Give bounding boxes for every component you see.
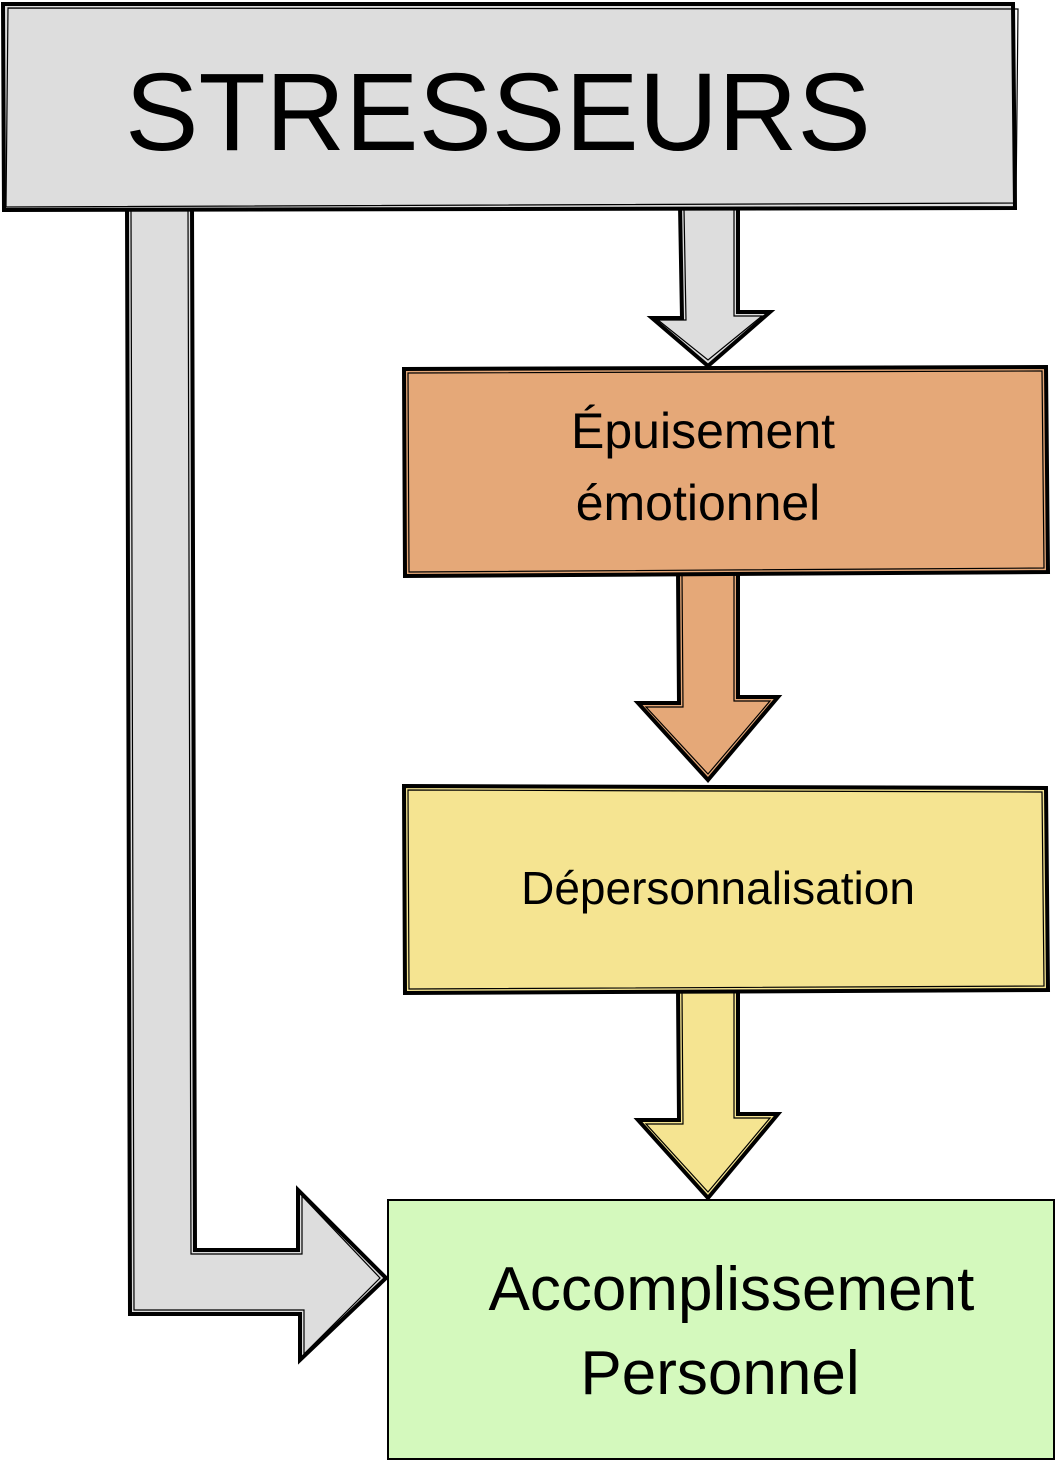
depersonnalisation-label: Dépersonnalisation xyxy=(521,862,915,914)
epuisement-to-depersonnalisation-arrow xyxy=(633,568,783,784)
depersonnalisation-to-accomplissement-arrow-sketch xyxy=(644,991,772,1193)
accomplissement-label: Accomplissement Personnel xyxy=(488,1255,991,1408)
depersonnalisation-to-accomplissement-arrow xyxy=(633,986,783,1202)
stresseurs-to-accomplissement-arrow xyxy=(124,203,389,1365)
accomplissement-label-line-2: Personnel xyxy=(580,1339,859,1408)
stresseurs-to-epuisement-arrow xyxy=(646,203,776,369)
stresseurs-title: STRESSEURS xyxy=(125,51,871,174)
epuisement-box-sketch xyxy=(407,370,1045,573)
accomplissement-label-line-1: Accomplissement xyxy=(488,1255,974,1324)
stresseurs-box-sketch xyxy=(5,7,1019,208)
epuisement-label-line-2: émotionnel xyxy=(576,475,821,531)
epuisement-label-line-1: Épuisement xyxy=(571,403,835,459)
epuisement-to-depersonnalisation-arrow-sketch xyxy=(644,573,772,775)
stresseurs-to-epuisement-arrow-sketch xyxy=(656,208,764,361)
epuisement-box xyxy=(401,364,1051,579)
stresseurs-box xyxy=(0,2,1018,213)
accomplissement-box xyxy=(387,1199,1055,1460)
depersonnalisation-box xyxy=(401,783,1051,996)
stresseurs-to-accomplissement-arrow-sketch xyxy=(130,208,381,1356)
depersonnalisation-box-sketch xyxy=(407,789,1045,990)
epuisement-label: Épuisement émotionnel xyxy=(571,403,849,531)
